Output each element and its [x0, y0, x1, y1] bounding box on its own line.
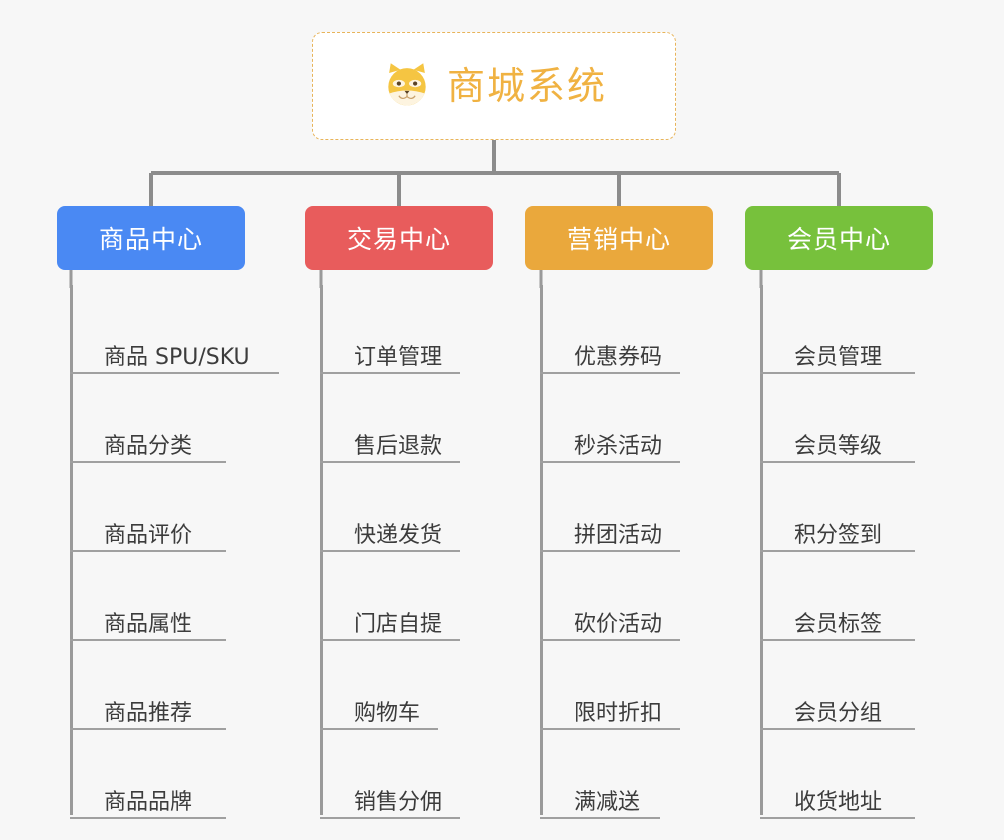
leaf-label: 销售分佣 [354, 789, 443, 815]
leaf-label: 限时折扣 [574, 700, 663, 726]
leaf-item[interactable]: 收货地址 [760, 730, 970, 819]
leaf-item[interactable]: 商品分类 [70, 374, 280, 463]
leaf-label: 商品分类 [104, 433, 193, 459]
leaf-underline [760, 461, 915, 463]
leaf-underline [70, 817, 226, 819]
leaf-underline [540, 372, 680, 374]
leaf-label: 会员等级 [794, 433, 883, 459]
leaf-item[interactable]: 砍价活动 [540, 552, 750, 641]
leaf-underline [320, 550, 460, 552]
leaf-column-trade: 订单管理 售后退款 快递发货 门店自提 购物车 销售分佣 [320, 285, 530, 819]
leaf-item[interactable]: 优惠券码 [540, 285, 750, 374]
leaf-label: 秒杀活动 [574, 433, 663, 459]
category-header-trade[interactable]: 交易中心 [305, 206, 493, 270]
leaf-label: 会员分组 [794, 700, 883, 726]
leaf-item[interactable]: 拼团活动 [540, 463, 750, 552]
leaf-item[interactable]: 满减送 [540, 730, 750, 819]
leaf-item[interactable]: 快递发货 [320, 463, 530, 552]
leaf-label: 快递发货 [354, 522, 443, 548]
leaf-underline [540, 550, 680, 552]
leaf-item[interactable]: 商品属性 [70, 552, 280, 641]
leaf-underline [320, 461, 460, 463]
category-label: 交易中心 [346, 225, 451, 254]
leaf-underline [540, 461, 680, 463]
leaf-underline [320, 817, 460, 819]
leaf-label: 商品评价 [104, 522, 193, 548]
leaf-underline [70, 550, 226, 552]
leaf-item[interactable]: 商品 SPU/SKU [70, 285, 280, 374]
leaf-item[interactable]: 会员标签 [760, 552, 970, 641]
leaf-underline [760, 550, 915, 552]
leaf-underline [540, 639, 680, 641]
leaf-item[interactable]: 会员分组 [760, 641, 970, 730]
leaf-underline [760, 372, 915, 374]
leaf-underline [70, 372, 279, 374]
leaf-column-product: 商品 SPU/SKU 商品分类 商品评价 商品属性 商品推荐 商品品牌 [70, 285, 280, 819]
leaf-label: 订单管理 [354, 344, 443, 370]
leaf-underline [320, 728, 438, 730]
leaf-item[interactable]: 订单管理 [320, 285, 530, 374]
category-header-marketing[interactable]: 营销中心 [525, 206, 713, 270]
leaf-column-member: 会员管理 会员等级 积分签到 会员标签 会员分组 收货地址 [760, 285, 970, 819]
leaf-label: 商品属性 [104, 611, 193, 637]
category-header-member[interactable]: 会员中心 [745, 206, 933, 270]
leaf-label: 购物车 [354, 700, 421, 726]
leaf-underline [70, 461, 226, 463]
leaf-item[interactable]: 商品品牌 [70, 730, 280, 819]
leaf-label: 拼团活动 [574, 522, 663, 548]
leaf-underline [320, 372, 460, 374]
leaf-item[interactable]: 秒杀活动 [540, 374, 750, 463]
leaf-column-marketing: 优惠券码 秒杀活动 拼团活动 砍价活动 限时折扣 满减送 [540, 285, 750, 819]
leaf-label: 砍价活动 [574, 611, 663, 637]
leaf-underline [540, 728, 680, 730]
shiba-dog-face-icon [388, 63, 426, 106]
leaf-label: 满减送 [574, 789, 641, 815]
leaf-item[interactable]: 会员等级 [760, 374, 970, 463]
leaf-underline [320, 639, 460, 641]
leaf-label: 会员管理 [794, 344, 883, 370]
leaf-item[interactable]: 积分签到 [760, 463, 970, 552]
leaf-underline [70, 639, 226, 641]
leaf-label: 商品推荐 [104, 700, 193, 726]
leaf-underline [760, 639, 915, 641]
leaf-item[interactable]: 商品评价 [70, 463, 280, 552]
leaf-label: 收货地址 [794, 789, 883, 815]
leaf-item[interactable]: 售后退款 [320, 374, 530, 463]
leaf-label: 会员标签 [794, 611, 883, 637]
leaf-underline [540, 817, 660, 819]
leaf-item[interactable]: 购物车 [320, 641, 530, 730]
category-label: 商品中心 [98, 225, 203, 254]
leaf-label: 商品 SPU/SKU [104, 344, 250, 370]
leaf-item[interactable]: 商品推荐 [70, 641, 280, 730]
category-header-product[interactable]: 商品中心 [57, 206, 245, 270]
leaf-label: 积分签到 [794, 522, 883, 548]
leaf-label: 门店自提 [354, 611, 443, 637]
category-label: 营销中心 [566, 225, 671, 254]
category-label: 会员中心 [786, 225, 891, 254]
root-title: 商城系统 [446, 64, 607, 108]
leaf-item[interactable]: 会员管理 [760, 285, 970, 374]
leaf-underline [70, 728, 226, 730]
leaf-label: 商品品牌 [104, 789, 193, 815]
root-node[interactable]: 商城系统 [312, 32, 676, 140]
leaf-item[interactable]: 门店自提 [320, 552, 530, 641]
leaf-item[interactable]: 限时折扣 [540, 641, 750, 730]
leaf-label: 售后退款 [354, 433, 443, 459]
leaf-label: 优惠券码 [574, 344, 663, 370]
leaf-underline [760, 728, 915, 730]
leaf-item[interactable]: 销售分佣 [320, 730, 530, 819]
leaf-underline [760, 817, 915, 819]
